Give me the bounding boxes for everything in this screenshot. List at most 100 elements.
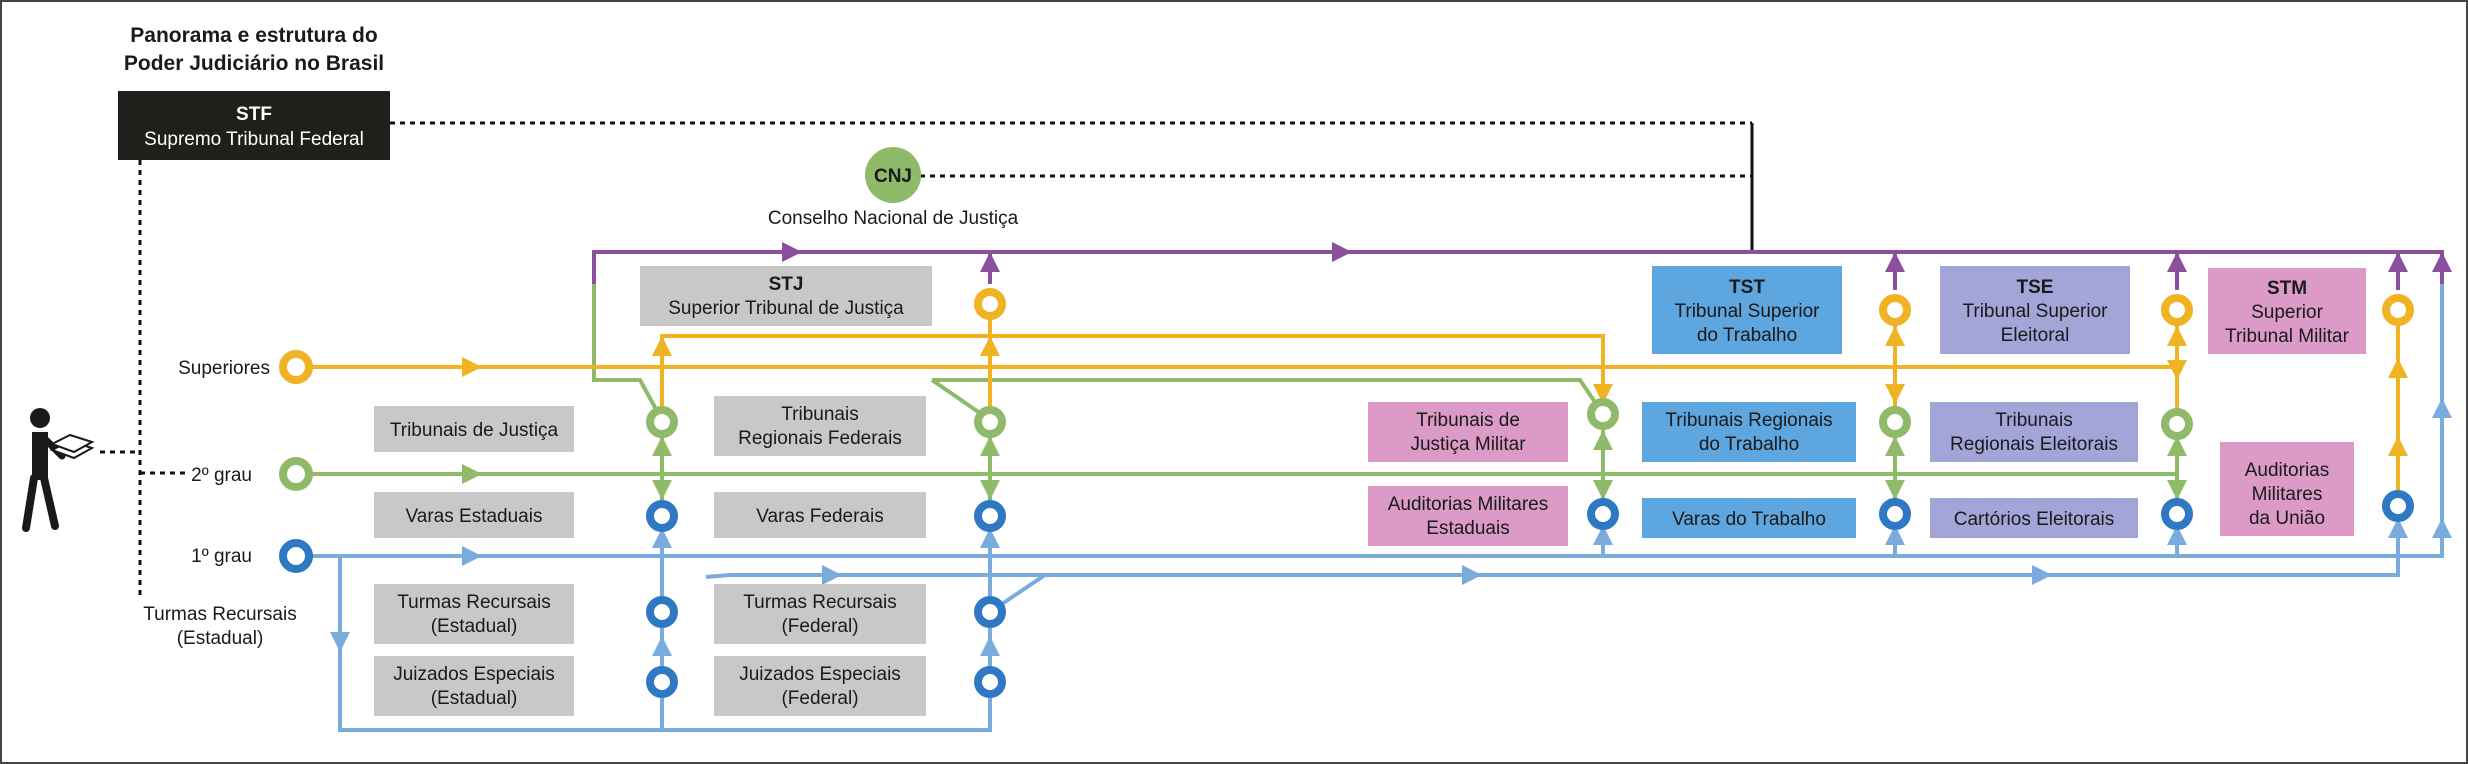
node-tj <box>646 406 678 438</box>
node-vf <box>974 500 1006 532</box>
box-tse-abbr: TSE <box>2017 277 2054 298</box>
box-tst <box>1652 266 1842 354</box>
box-vf <box>714 492 926 538</box>
box-tst-line1: Tribunal Superior <box>1674 301 1820 322</box>
box-stm-abbr: STM <box>2267 278 2307 299</box>
box-trt-line2: do Trabalho <box>1699 434 1799 455</box>
box-tse <box>1940 266 2130 354</box>
title-line2: Poder Judiciário no Brasil <box>124 52 384 75</box>
stf-abbr: STF <box>236 104 272 125</box>
node-tr-fed <box>974 596 1006 628</box>
blue-arrows <box>330 398 2452 656</box>
node-ce <box>2161 498 2193 530</box>
box-tr-est-line2: (Estadual) <box>431 616 518 637</box>
node-trt <box>1879 406 1911 438</box>
box-tr-fed-line1: Turmas Recursais <box>743 592 896 613</box>
title-line1: Panorama e estrutura do <box>130 24 377 47</box>
box-stm-line2: Tribunal Militar <box>2225 326 2350 347</box>
node-trf <box>974 406 1006 438</box>
yellow-paths <box>296 318 2400 490</box>
stf-box <box>118 91 390 160</box>
box-tre <box>1930 402 2138 462</box>
box-vf-label: Varas Federais <box>756 506 883 527</box>
yellow-arrows <box>460 326 2408 460</box>
box-vt <box>1642 498 1856 538</box>
box-aum-line1: Auditorias <box>2245 460 2330 481</box>
box-tjm-line1: Tribunais de <box>1416 410 1520 431</box>
purple-arrows <box>780 242 2452 272</box>
box-stj <box>640 266 932 326</box>
box-tjm <box>1368 402 1568 462</box>
node-je-fed <box>974 666 1006 698</box>
cnj-circle <box>865 147 921 203</box>
box-tse-line2: Eleitoral <box>2001 325 2070 346</box>
node-primeiro-grau <box>279 539 313 573</box>
box-trf-line1: Tribunais <box>781 404 858 425</box>
box-tse-line1: Tribunal Superior <box>1962 301 2108 322</box>
box-je-fed <box>714 656 926 716</box>
cnj-abbr: CNJ <box>874 166 912 187</box>
box-stj-name: Superior Tribunal de Justiça <box>668 298 904 319</box>
box-tr-est-line1: Turmas Recursais <box>397 592 550 613</box>
stf-name: Supremo Tribunal Federal <box>144 129 364 150</box>
box-tr-est <box>374 584 574 644</box>
box-je-est <box>374 656 574 716</box>
box-trf-line2: Regionais Federais <box>738 428 902 449</box>
node-je-est <box>646 666 678 698</box>
box-ve-label: Varas Estaduais <box>406 506 543 527</box>
box-tre-line1: Tribunais <box>1995 410 2072 431</box>
box-tst-abbr: TST <box>1729 277 1765 298</box>
box-tst-line2: do Trabalho <box>1697 325 1797 346</box>
box-tre-line2: Regionais Eleitorais <box>1950 434 2118 455</box>
box-je-fed-line1: Juizados Especiais <box>739 664 901 685</box>
level-turmas-line2: (Estadual) <box>177 628 264 649</box>
box-stj-abbr: STJ <box>769 274 804 295</box>
green-arrows <box>460 430 2187 500</box>
node-aum <box>2382 490 2414 522</box>
cnj-name: Conselho Nacional de Justiça <box>768 208 1019 229</box>
box-tj-label: Tribunais de Justiça <box>390 420 559 441</box>
yellow-nodes <box>279 288 2414 384</box>
box-tr-fed <box>714 584 926 644</box>
node-tjm <box>1587 398 1619 430</box>
node-stm-right <box>2382 294 2414 326</box>
node-stj <box>974 288 1006 320</box>
box-aum-line2: Militares <box>2252 484 2323 505</box>
box-trt <box>1642 402 1856 462</box>
node-superiores <box>279 350 313 384</box>
box-ame-line2: Estaduais <box>1426 518 1509 539</box>
level-superiores: Superiores <box>178 358 270 379</box>
box-ame <box>1368 486 1568 546</box>
stf-connectors <box>100 121 1754 600</box>
box-ve <box>374 492 574 538</box>
node-vt <box>1879 498 1911 530</box>
box-aum <box>2220 442 2354 536</box>
level-turmas-line1: Turmas Recursais <box>143 604 296 625</box>
box-ce <box>1930 498 2138 538</box>
box-tjm-line2: Justiça Militar <box>1410 434 1526 455</box>
box-je-est-line2: (Estadual) <box>431 688 518 709</box>
node-tr-est <box>646 596 678 628</box>
box-vt-label: Varas do Trabalho <box>1672 509 1826 530</box>
box-stm <box>2208 268 2366 354</box>
green-nodes <box>279 398 2193 491</box>
box-tj <box>374 406 574 452</box>
box-trf <box>714 396 926 456</box>
box-ce-label: Cartórios Eleitorais <box>1954 509 2115 530</box>
node-segundo-grau <box>279 457 313 491</box>
node-ame <box>1587 498 1619 530</box>
node-tre <box>2161 408 2193 440</box>
person-icon <box>22 408 95 532</box>
node-ve <box>646 500 678 532</box>
box-aum-line3: da União <box>2249 508 2325 529</box>
node-tse <box>1879 294 1911 326</box>
box-ame-line1: Auditorias Militares <box>1388 494 1549 515</box>
box-tr-fed-line2: (Federal) <box>781 616 858 637</box>
box-trt-line1: Tribunais Regionais <box>1665 410 1832 431</box>
box-stm-line1: Superior <box>2251 302 2323 323</box>
level-primeiro-grau: 1º grau <box>191 546 252 567</box>
level-segundo-grau: 2º grau <box>191 465 252 486</box>
